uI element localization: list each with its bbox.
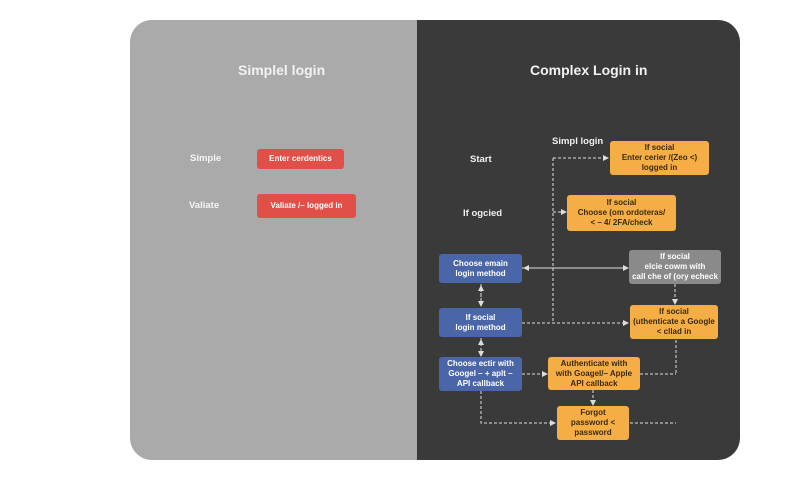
- complex-login-title: Complex Login in: [530, 62, 648, 78]
- enter-credentials-box: Enter cerdentics: [257, 149, 344, 169]
- simple-label: Simple: [190, 153, 222, 164]
- choose-google-api-callback-box: Choose ectir with Googel – + aplt – API …: [439, 357, 522, 391]
- simple-login-title: Simplel login: [238, 62, 326, 78]
- enter-credentials-social-box: If social Enter cerier /(Zeo <) logged i…: [610, 141, 709, 175]
- if-logged-label: If ogcied: [463, 208, 503, 219]
- choose-2fa-check-box: If social Choose (om ordoteras/ < – 4/ 2…: [567, 195, 676, 231]
- validate-logged-in-box: Valiate /– logged in: [257, 194, 356, 218]
- simple-login-panel: Simplel login: [130, 20, 417, 460]
- simpl-login-label: Simpl login: [552, 136, 604, 147]
- choose-email-login-box: Choose emain login method: [439, 254, 522, 283]
- forgot-password-box: Forgot password < password: [557, 406, 629, 440]
- authenticate-google-box: If social (uthenticate a Google < cllad …: [630, 305, 718, 339]
- start-label: Start: [470, 154, 492, 165]
- social-login-method-box: If social login method: [439, 308, 522, 337]
- authenticate-api-callback-box: Authenticate with with Goagel/– Apple AP…: [548, 357, 640, 390]
- validate-label: Valiate: [189, 200, 220, 211]
- social-callback-check-box: If social elcie cowm with call che of (o…: [629, 250, 721, 284]
